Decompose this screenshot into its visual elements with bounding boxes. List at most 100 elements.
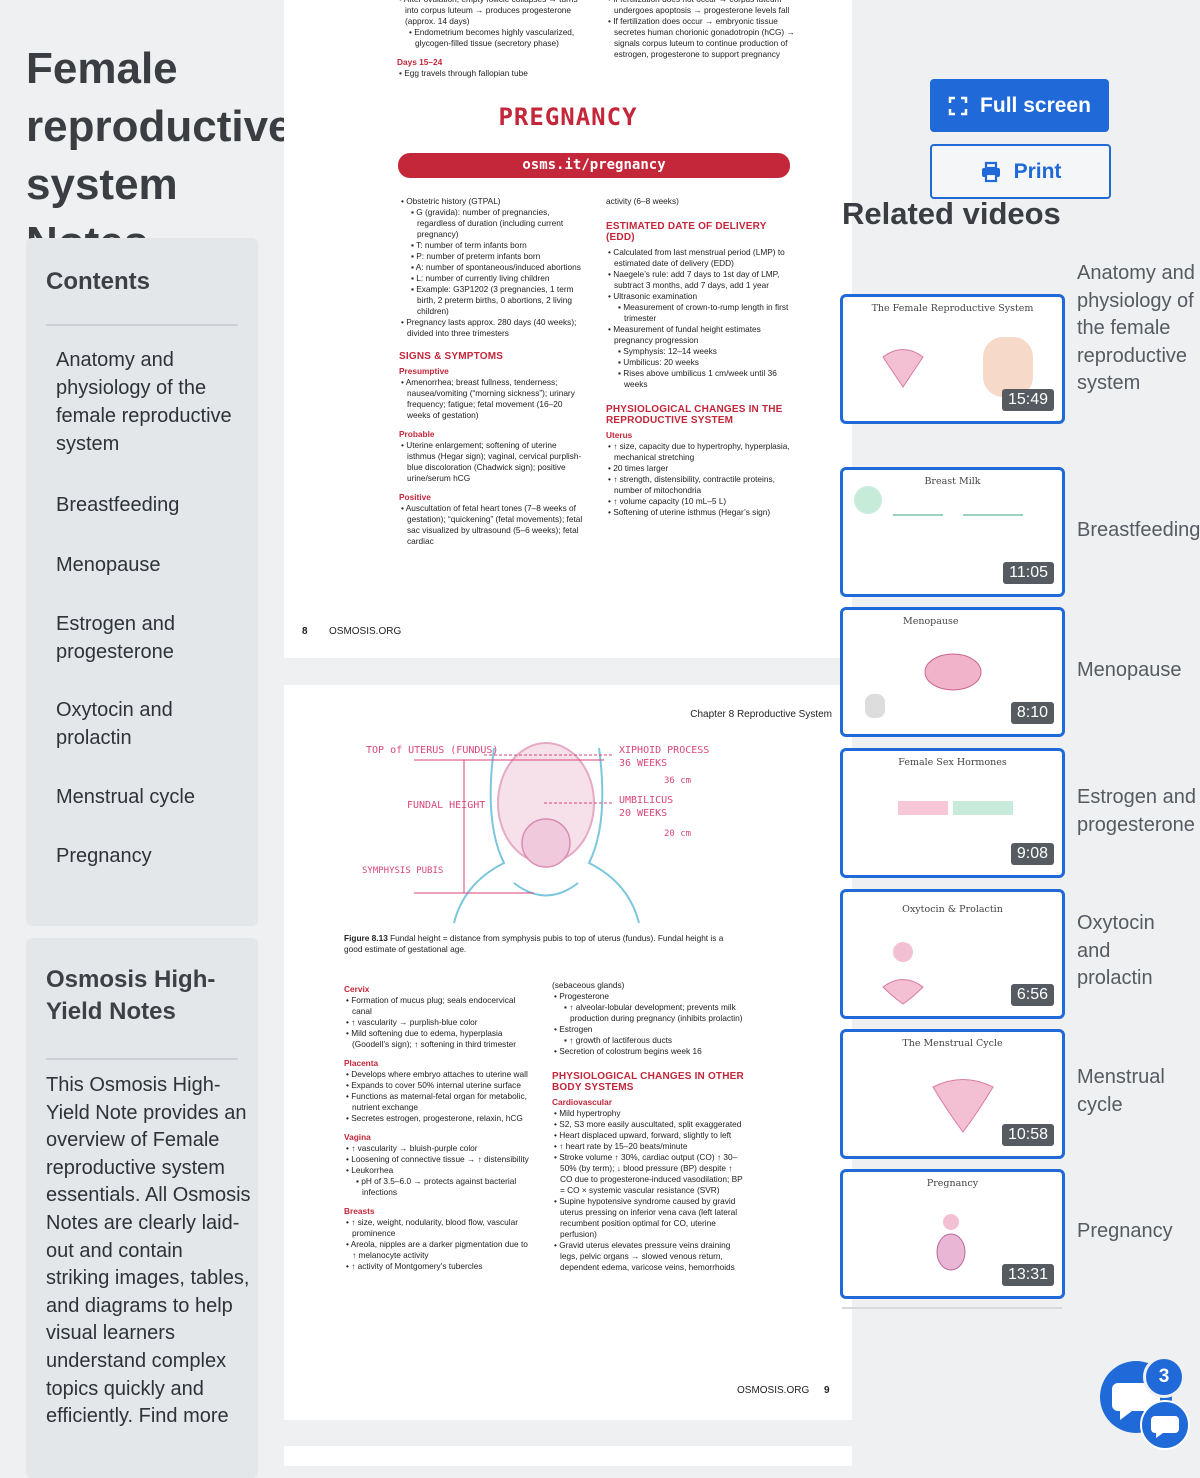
text-line: • Loosening of connective tissue → ↑ dis…: [346, 1154, 529, 1164]
thumb-title: Breast Milk: [924, 476, 981, 487]
chat-icon: [1151, 1416, 1179, 1438]
text-line: • Heart displaced upward, forward, sligh…: [554, 1130, 732, 1140]
divider: [842, 1307, 1062, 1309]
pregnancy-link-banner[interactable]: osms.it/pregnancy: [398, 153, 790, 178]
text-line: • ↑ activity of Montgomery’s tubercles: [346, 1261, 483, 1271]
text-line: • Auscultation of fetal heart tones (7–8…: [401, 503, 583, 546]
page8-right-col: activity (6–8 weeks) ESTIMATED DATE OF D…: [606, 196, 796, 518]
text-line: • ↑ volume capacity (10 mL–5 L): [608, 496, 727, 506]
footer-site: OSMOSIS.ORG: [329, 626, 402, 637]
text-line: ▪ Measurement of crown-to-rump length in…: [618, 302, 789, 323]
page-number: 8: [302, 626, 308, 637]
contents-heading: Contents: [46, 268, 150, 295]
video-thumb-breastfeeding[interactable]: Breast Milk 11:05: [840, 467, 1065, 597]
contents-item-menstrual[interactable]: Menstrual cycle: [56, 786, 195, 808]
thumb-title: Pregnancy: [926, 1178, 979, 1189]
text-line: • If fertilization does not occur → corp…: [608, 0, 790, 15]
video-title-anatomy[interactable]: Anatomy and physiology of the female rep…: [1077, 262, 1195, 394]
contents-item-estrogen[interactable]: Estrogen and progesterone: [56, 613, 175, 663]
text-line: ▪ G (gravida): number of pregnancies, re…: [411, 207, 564, 239]
video-duration: 9:08: [1010, 843, 1054, 865]
video-duration: 10:58: [1001, 1124, 1054, 1146]
text-line: • Leukorrhea: [346, 1165, 394, 1175]
text-line: ▪ Example: G3P1202 (3 pregnancies, 1 ter…: [411, 284, 574, 316]
label-xiphoid-weeks: 36 WEEKS: [619, 758, 667, 769]
contents-item-menopause[interactable]: Menopause: [56, 554, 161, 576]
caption-figure-number: Figure 8.13: [344, 933, 388, 943]
video-thumb-menstrual[interactable]: The Menstrual Cycle 10:58: [840, 1029, 1065, 1159]
pregnancy-title: PREGNANCY: [498, 103, 638, 131]
video-title-oxytocin[interactable]: Oxytocin and prolactin: [1077, 912, 1155, 989]
printer-icon: [981, 161, 1000, 182]
text-line: ▪ ↑ growth of lactiferous ducts: [564, 1035, 673, 1045]
contents-item-anatomy[interactable]: Anatomy and physiology of the female rep…: [56, 349, 232, 455]
text-line: ▪ Rises above umbilicus 1 cm/week until …: [618, 368, 777, 389]
related-videos-heading: Related videos: [842, 196, 1061, 231]
thumbnail-illustration: [854, 486, 1023, 516]
sub-heading: Uterus: [606, 430, 633, 440]
text-line: • ↑ vascularity → purplish-blue color: [346, 1017, 478, 1027]
text-line: ▪ Symphysis: 12–14 weeks: [618, 346, 717, 356]
text-line: • Stroke volume ↑ 30%, cardiac output (C…: [554, 1152, 743, 1195]
thumb-title: Female Sex Hormones: [898, 757, 1007, 768]
video-thumb-estrogen[interactable]: Female Sex Hormones 9:08: [840, 748, 1065, 878]
divider: [46, 324, 238, 326]
highyield-card: Osmosis High-Yield Notes This Osmosis Hi…: [26, 938, 258, 1478]
text-line: • Calculated from last menstrual period …: [608, 247, 785, 268]
video-title-estrogen[interactable]: Estrogen and progesterone: [1077, 786, 1196, 836]
contents-item-breastfeeding[interactable]: Breastfeeding: [56, 494, 180, 516]
fullscreen-icon: [948, 96, 968, 115]
torso-outline: [453, 742, 640, 924]
text-line: • Softening of uterine isthmus (Hegar’s …: [608, 507, 771, 517]
page-number: 9: [824, 1385, 830, 1396]
text-line: • Naegele’s rule: add 7 days to 1st day …: [608, 269, 780, 290]
sub-heading: Positive: [399, 492, 431, 502]
contents-item-oxytocin[interactable]: Oxytocin and prolactin: [56, 699, 173, 749]
thumbnail-illustration: [932, 1079, 994, 1133]
text-line: activity (6–8 weeks): [606, 196, 679, 206]
text-line: • Endometrium becomes highly vascularize…: [409, 27, 575, 48]
label-top: TOP of UTERUS (FUNDUS): [366, 745, 498, 756]
video-thumb-anatomy[interactable]: The Female Reproductive System 15:49: [840, 294, 1065, 424]
sub-heading: Placenta: [344, 1058, 379, 1068]
text-line: • ↑ size, capacity due to hypertrophy, h…: [608, 441, 790, 462]
chat-launcher-button[interactable]: [1140, 1400, 1190, 1450]
text-line: • ↑ strength, distensibility, contractil…: [608, 474, 775, 495]
video-duration: 11:05: [1003, 562, 1054, 584]
label-umbilicus-weeks: 20 WEEKS: [619, 808, 667, 819]
text-line: • S2, S3 more easily auscultated, split …: [554, 1119, 742, 1129]
text-line: • Progesterone: [554, 991, 610, 1001]
footer-site: OSMOSIS.ORG: [737, 1385, 810, 1396]
video-title-pregnancy[interactable]: Pregnancy: [1077, 1220, 1173, 1242]
divider: [46, 1058, 238, 1060]
page-title: Female reproductive system Notes: [26, 44, 293, 267]
fullscreen-button[interactable]: Full screen: [930, 79, 1109, 132]
text-line: • Gravid uterus elevates pressure veins …: [554, 1240, 735, 1272]
text-line: • If fertilization does occur → embryoni…: [608, 16, 795, 59]
video-title-menopause[interactable]: Menopause: [1077, 659, 1182, 681]
video-title-breastfeeding[interactable]: Breastfeeding: [1077, 519, 1200, 541]
text-line: • Egg travels through fallopian tube: [399, 68, 528, 78]
contents-item-pregnancy[interactable]: Pregnancy: [56, 845, 152, 867]
contents-card: Contents Anatomy and physiology of the f…: [26, 238, 258, 926]
print-button[interactable]: Print: [930, 144, 1111, 199]
text-line: ▪ ↑ alveolar-lobular development; preven…: [564, 1002, 743, 1023]
fundal-height-figure: TOP of UTERUS (FUNDUS) FUNDAL HEIGHT SYM…: [362, 742, 709, 924]
text-line: • Mild softening due to edema, hyperplas…: [346, 1028, 517, 1049]
label-symphysis: SYMPHYSIS PUBIS: [362, 866, 443, 876]
text-line: • ↑ vascularity → bluish-purple color: [346, 1143, 478, 1153]
text-line: ▪ T: number of term infants born: [411, 240, 527, 250]
video-thumb-oxytocin[interactable]: Oxytocin & Prolactin 6:56: [840, 889, 1065, 1019]
video-thumb-menopause[interactable]: Menopause 8:10: [840, 607, 1065, 737]
video-title-menstrual[interactable]: Menstrual cycle: [1077, 1066, 1165, 1116]
sub-heading: Cardiovascular: [552, 1097, 612, 1107]
thumbnail-illustration: [865, 653, 982, 718]
text-line: • Amenorrhea; breast fullness, tendernes…: [401, 377, 575, 420]
highyield-heading: Osmosis High-Yield Notes: [46, 966, 216, 1025]
chapter-header: Chapter 8 Reproductive System: [690, 709, 832, 720]
video-thumb-pregnancy[interactable]: Pregnancy 13:31: [840, 1169, 1065, 1299]
page9-left-col: Cervix • Formation of mucus plug; seals …: [344, 980, 532, 1272]
text-line: • Develops where embryo attaches to uter…: [346, 1069, 528, 1079]
section-heading: ESTIMATED DATE OF DELIVERY (EDD): [606, 221, 767, 243]
label-xiphoid-cm: 36 cm: [664, 776, 691, 786]
